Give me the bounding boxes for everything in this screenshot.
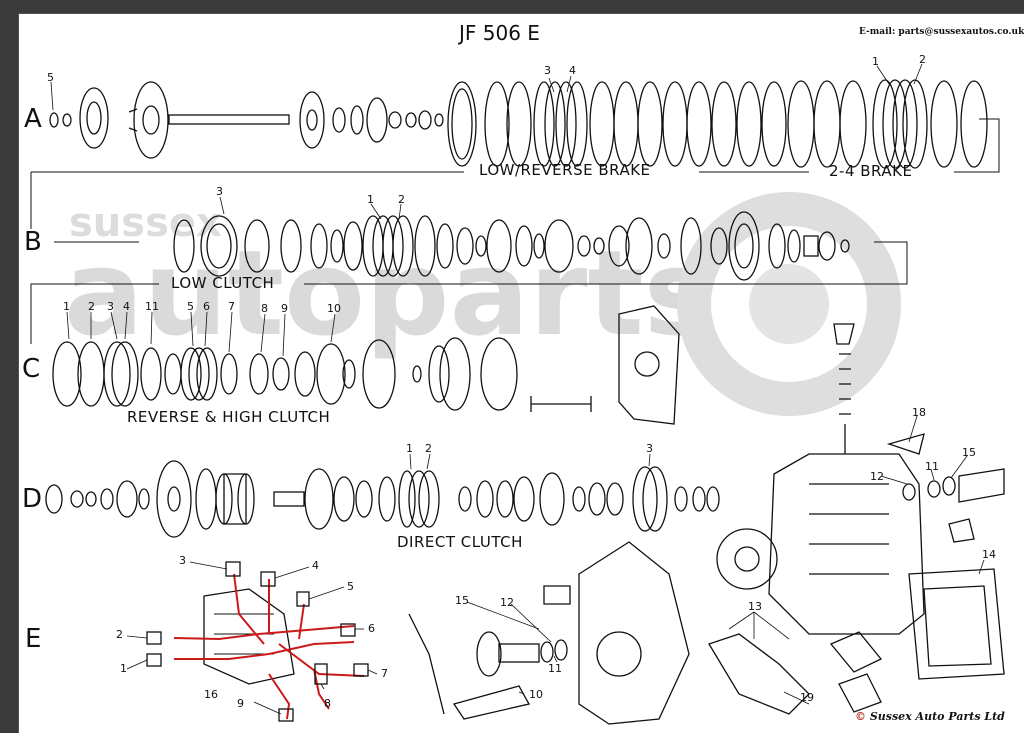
callout-f-11: 11 — [548, 662, 562, 675]
copyright-text: Sussex Auto Parts Ltd — [869, 710, 1005, 723]
row-label-b: B — [24, 227, 42, 257]
callout-housing-11: 11 — [925, 460, 939, 473]
callout-b-1: 1 — [367, 193, 374, 206]
callout-housing-12: 12 — [870, 470, 884, 483]
callout-a-2: 2 — [919, 53, 926, 66]
callout-c-3: 3 — [107, 300, 114, 313]
callout-e-5: 5 — [347, 580, 354, 593]
callout-f-13: 13 — [748, 600, 762, 613]
callout-f-12: 12 — [500, 596, 514, 609]
callout-housing-14: 14 — [982, 548, 996, 561]
callout-e-7: 7 — [381, 667, 388, 680]
watermark: sussex autoparts — [64, 192, 901, 416]
bell-housing-group — [408, 541, 810, 725]
callout-a-5: 5 — [47, 71, 54, 84]
caption-2-4-brake: 2-4 BRAKE — [829, 162, 913, 180]
row-label-a: A — [24, 104, 42, 134]
callout-b-2: 2 — [398, 193, 405, 206]
callout-e-6: 6 — [368, 622, 375, 635]
callout-b-3: 3 — [216, 185, 223, 198]
callout-f-19: 19 — [800, 691, 814, 704]
copyright-notice: © Sussex Auto Parts Ltd — [855, 710, 1005, 723]
callout-housing-15: 15 — [962, 446, 976, 459]
parts-diagram-sheet: sussex autoparts — [18, 13, 1024, 733]
callout-a-3: 3 — [544, 64, 551, 77]
callout-e-9: 9 — [237, 697, 244, 710]
callout-e-4: 4 — [312, 559, 319, 572]
callout-c-7: 7 — [228, 300, 235, 313]
valve-body-group — [146, 561, 369, 722]
callout-d-2: 2 — [425, 442, 432, 455]
callout-c-5: 5 — [187, 300, 194, 313]
caption-low-clutch: LOW CLUTCH — [171, 274, 275, 292]
callout-e-16: 16 — [204, 688, 218, 701]
caption-low-reverse-brake: LOW/REVERSE BRAKE — [479, 161, 651, 179]
watermark-top-text: sussex — [69, 200, 222, 246]
watermark-gear-icon — [677, 192, 901, 416]
callout-c-11: 11 — [145, 300, 159, 313]
callout-e-2: 2 — [116, 628, 123, 641]
exploded-view-drawing: sussex autoparts — [30, 63, 1005, 725]
callout-c-2: 2 — [88, 300, 95, 313]
callout-a-1: 1 — [872, 55, 879, 68]
callout-c-10: 10 — [327, 302, 341, 315]
callout-housing-18: 18 — [912, 406, 926, 419]
copyright-symbol: © — [855, 710, 866, 723]
callout-f-15: 15 — [455, 594, 469, 607]
wiring-harness-red — [173, 573, 365, 720]
callout-e-3: 3 — [179, 554, 186, 567]
row-label-e: E — [25, 624, 42, 654]
callout-c-8: 8 — [261, 302, 268, 315]
callout-f-10: 10 — [529, 688, 543, 701]
callout-e-1: 1 — [120, 662, 127, 675]
caption-direct-clutch: DIRECT CLUTCH — [397, 533, 523, 551]
solenoids — [146, 561, 369, 722]
callout-c-9: 9 — [281, 302, 288, 315]
callout-d-1: 1 — [406, 442, 413, 455]
callout-c-6: 6 — [203, 300, 210, 313]
watermark-gear-hub — [749, 264, 829, 344]
watermark-main-text: autoparts — [64, 224, 714, 362]
callout-leaders — [50, 63, 985, 715]
contact-email: E-mail: parts@sussexautos.co.uk — [859, 27, 1024, 37]
row-a-parts — [49, 79, 988, 169]
callout-e-8: 8 — [324, 697, 331, 710]
callout-a-4: 4 — [569, 64, 576, 77]
callout-c-1: 1 — [63, 300, 70, 313]
row-c-parts — [52, 305, 680, 425]
transmission-housing — [716, 323, 1005, 713]
row-bracket-lines — [30, 118, 1000, 344]
caption-reverse-high-clutch: REVERSE & HIGH CLUTCH — [127, 408, 331, 426]
callout-c-4: 4 — [123, 300, 130, 313]
row-d-parts — [45, 460, 720, 538]
row-b-parts — [173, 211, 850, 281]
callout-d-3: 3 — [646, 442, 653, 455]
row-label-d: D — [22, 484, 43, 514]
row-label-c: C — [22, 354, 41, 384]
diagram-title: JF 506 E — [459, 21, 540, 45]
